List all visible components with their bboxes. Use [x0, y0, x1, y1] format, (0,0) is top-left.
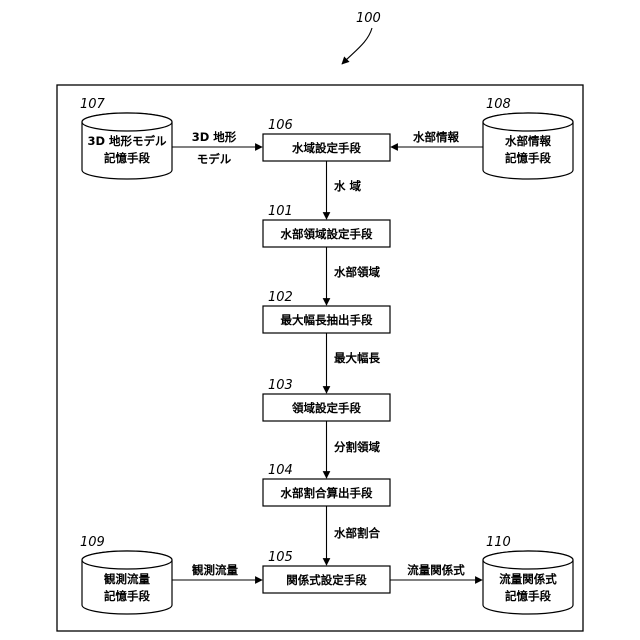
flow-label-line2: モデル — [197, 152, 232, 166]
flow-101-to-102: 水部領域 — [327, 247, 381, 305]
flow-label-line1: 3D 地形 — [192, 130, 237, 144]
step-ref: 102 — [268, 290, 293, 305]
flow-label: 分割領域 — [334, 440, 380, 454]
flow-label: 流量関係式 — [407, 563, 465, 577]
store-108: 108 水部情報 記憶手段 — [483, 97, 573, 179]
cylinder-top — [82, 551, 172, 569]
flow-109-to-105: 観測流量 — [172, 563, 262, 580]
cylinder-top — [483, 551, 573, 569]
flow-103-to-104: 分割領域 — [327, 421, 381, 478]
store-ref: 107 — [80, 97, 106, 112]
store-label-line1: 流量関係式 — [499, 572, 557, 586]
store-label-line1: 観測流量 — [104, 572, 150, 586]
flow-104-to-105: 水部割合 — [327, 506, 381, 565]
store-label-line2: 記憶手段 — [505, 151, 551, 165]
flow-105-to-110: 流量関係式 — [390, 563, 482, 580]
flow-106-to-101: 水 域 — [327, 161, 362, 219]
step-label: 水域設定手段 — [292, 141, 361, 155]
flow-label: 水部情報 — [413, 130, 459, 144]
flow-102-to-103: 最大幅長 — [327, 333, 381, 393]
step-ref: 104 — [268, 463, 293, 478]
step-label: 最大幅長抽出手段 — [281, 313, 373, 327]
step-label: 水部割合算出手段 — [281, 486, 373, 500]
flow-label: 水部割合 — [334, 526, 380, 540]
store-109: 109 観測流量 記憶手段 — [80, 535, 172, 614]
flow-label: 水 域 — [334, 179, 362, 193]
store-ref: 110 — [486, 535, 511, 550]
step-label: 関係式設定手段 — [286, 573, 367, 587]
step-ref: 103 — [268, 378, 293, 393]
store-ref: 109 — [80, 535, 105, 550]
store-label-line2: 記憶手段 — [104, 589, 150, 603]
flow-label: 観測流量 — [192, 563, 238, 577]
cylinder-top — [82, 113, 172, 131]
step-label: 水部領域設定手段 — [281, 227, 373, 241]
figure-ref-arrow — [342, 28, 372, 64]
step-ref: 106 — [268, 118, 293, 133]
step-ref: 101 — [268, 204, 293, 219]
flow-label: 最大幅長 — [334, 351, 380, 365]
step-ref: 105 — [268, 550, 293, 565]
store-label-line1: 3D 地形モデル — [87, 134, 167, 148]
store-label-line1: 水部情報 — [505, 134, 551, 148]
flow-108-to-106: 水部情報 — [391, 130, 483, 147]
figure-ref: 100 — [356, 11, 381, 26]
flow-label: 水部領域 — [334, 265, 380, 279]
step-106: 106 水域設定手段 — [263, 118, 390, 161]
store-label-line2: 記憶手段 — [505, 589, 551, 603]
store-107: 107 3D 地形モデル 記憶手段 — [80, 97, 172, 179]
step-label: 領域設定手段 — [291, 401, 361, 415]
store-ref: 108 — [486, 97, 511, 112]
cylinder-top — [483, 113, 573, 131]
flow-107-to-106: 3D 地形 モデル — [172, 130, 262, 166]
store-110: 110 流量関係式 記憶手段 — [483, 535, 573, 614]
store-label-line2: 記憶手段 — [104, 151, 150, 165]
